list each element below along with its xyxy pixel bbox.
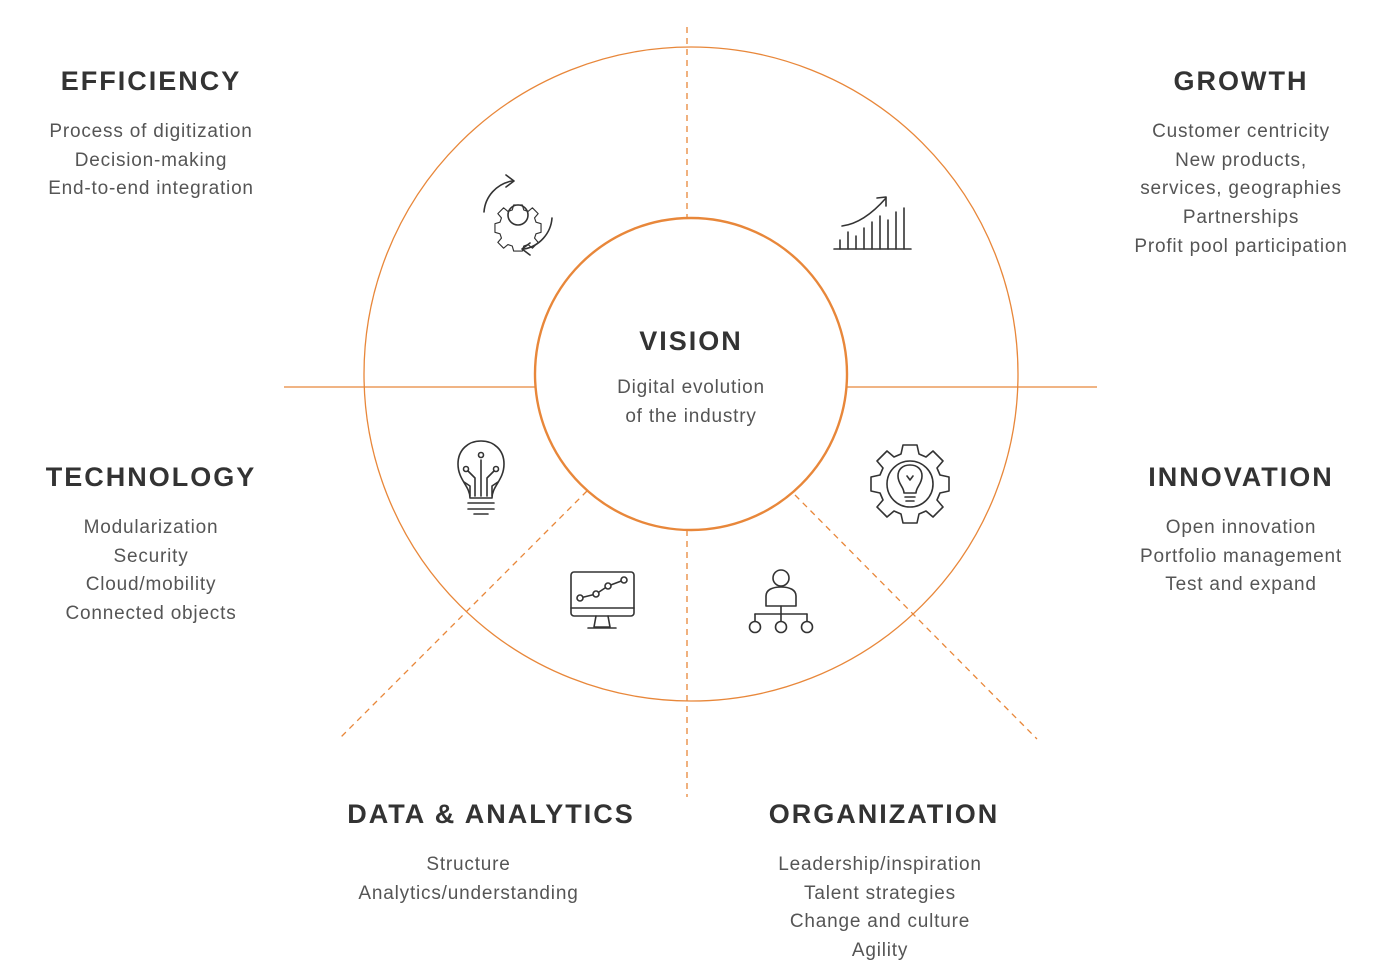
innovation-items: Open innovation Portfolio management Tes… bbox=[1140, 514, 1342, 600]
growth-block: GROWTH Customer centricity New products,… bbox=[1134, 66, 1347, 262]
list-item: Open innovation bbox=[1165, 517, 1317, 538]
technology-block: TECHNOLOGY Modularization Security Cloud… bbox=[46, 462, 257, 629]
growth-items: Customer centricity New products, servic… bbox=[1134, 118, 1347, 262]
innovation-title: INNOVATION bbox=[1148, 462, 1334, 492]
data-analytics-items: Structure Analytics/understanding bbox=[302, 851, 635, 908]
organization-title: ORGANIZATION bbox=[768, 799, 1000, 829]
list-item: Agility bbox=[851, 940, 909, 962]
dashed-divider-lower-left bbox=[338, 490, 588, 740]
list-item: Modularization bbox=[83, 517, 219, 538]
organization-items: Leadership/inspiration Talent strategies… bbox=[761, 851, 999, 966]
list-item: New products, bbox=[1175, 149, 1307, 171]
growth-title: GROWTH bbox=[1173, 66, 1309, 96]
circuit-bulb-icon bbox=[457, 440, 505, 515]
list-item: Cloud/mobility bbox=[85, 574, 217, 596]
organization-block: ORGANIZATION Leadership/inspiration Tale… bbox=[769, 799, 999, 966]
list-item: Change and culture bbox=[789, 911, 971, 933]
technology-title: TECHNOLOGY bbox=[45, 462, 257, 492]
list-item: Analytics/understanding bbox=[358, 882, 579, 904]
org-chart-icon bbox=[748, 569, 814, 634]
list-item: services, geographies bbox=[1140, 178, 1342, 200]
technology-items: Modularization Security Cloud/mobility C… bbox=[46, 514, 257, 629]
list-item: Security bbox=[113, 545, 189, 567]
list-item: Test and expand bbox=[1165, 574, 1317, 596]
outer-ring bbox=[363, 46, 1019, 702]
efficiency-block: EFFICIENCY Process of digitization Decis… bbox=[48, 66, 254, 204]
data-analytics-block: DATA & ANALYTICS Structure Analytics/und… bbox=[347, 799, 635, 908]
vision-line-2: of the industry bbox=[625, 406, 757, 427]
list-item: End-to-end integration bbox=[48, 178, 254, 200]
inner-circle bbox=[533, 216, 849, 532]
list-item: Leadership/inspiration bbox=[778, 854, 982, 875]
gear-bulb-icon bbox=[870, 444, 950, 524]
vision-line-1: Digital evolution bbox=[617, 377, 765, 398]
list-item: Process of digitization bbox=[49, 121, 253, 142]
efficiency-items: Process of digitization Decision-making … bbox=[48, 118, 254, 204]
gear-cycle-icon bbox=[483, 174, 553, 256]
list-item: Talent strategies bbox=[804, 882, 956, 904]
vision-title: VISION bbox=[639, 326, 743, 356]
list-item: Structure bbox=[426, 854, 511, 875]
list-item: Portfolio management bbox=[1140, 545, 1342, 567]
list-item: Connected objects bbox=[65, 603, 237, 625]
efficiency-title: EFFICIENCY bbox=[60, 66, 242, 96]
list-item: Decision-making bbox=[74, 149, 228, 171]
list-item: Customer centricity bbox=[1152, 121, 1330, 142]
data-analytics-title: DATA & ANALYTICS bbox=[347, 799, 635, 829]
monitor-graph-icon bbox=[570, 571, 635, 629]
vision-center-label: VISION Digital evolution of the industry bbox=[617, 324, 765, 431]
dashed-divider-lower-right bbox=[794, 494, 1038, 740]
list-item: Profit pool participation bbox=[1134, 235, 1348, 257]
innovation-block: INNOVATION Open innovation Portfolio man… bbox=[1140, 462, 1342, 600]
list-item: Partnerships bbox=[1182, 207, 1300, 229]
growth-chart-icon bbox=[833, 196, 912, 250]
